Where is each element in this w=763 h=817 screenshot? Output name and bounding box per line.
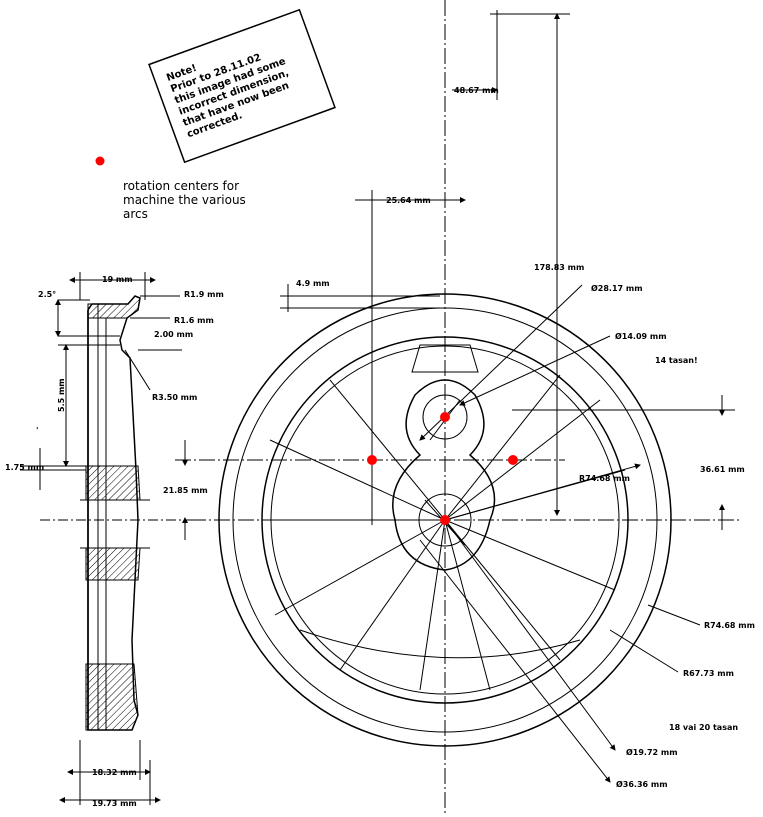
note-14-tasan: 14 tasan! [655, 356, 698, 365]
dim-19-73: 19.73 mm [92, 799, 137, 808]
dim-48-67: 48.67 mm [454, 86, 499, 95]
rotation-center-marker [367, 455, 377, 465]
diameter-19-72: Ø19.72 mm [626, 747, 678, 757]
legend-line: machine the various [123, 193, 246, 207]
dim-25-64: 25.64 mm [386, 196, 431, 205]
radius-3-50: R3.50 mm [152, 393, 197, 402]
rotation-center-marker [95, 156, 105, 166]
dim-178-83: 178.83 mm [534, 263, 584, 272]
legend-line: rotation centers for [123, 179, 239, 193]
radius-1-9: R1.9 mm [184, 290, 224, 299]
dim-2-00: 2.00 mm [154, 330, 193, 339]
dim-18-32: 18.32 mm [92, 768, 137, 777]
dim-21-85: 21.85 mm [163, 486, 208, 495]
correction-note: Note! Prior to 28.11.02 this image had s… [148, 8, 336, 164]
dim-36-61: 36.61 mm [700, 465, 745, 474]
dim-4-9: 4.9 mm [296, 279, 330, 288]
radius-74-68-inner: R74.68 mm [579, 474, 630, 483]
rotation-centers [367, 412, 518, 525]
dim-1-75: 1.75 mm [5, 463, 44, 472]
note-18-20-tasan: 18 vai 20 tasan [669, 723, 738, 732]
dim-5-5: 5.5 mm [57, 378, 66, 412]
diameter-36-36: Ø36.36 mm [616, 779, 668, 789]
note-box [148, 8, 336, 164]
rotation-center-marker [440, 515, 450, 525]
radius-74-68: R74.68 mm [704, 621, 755, 630]
diameter-14-09: Ø14.09 mm [615, 331, 667, 341]
dim-19-mm: 19 mm [102, 275, 133, 284]
radius-67-73: R67.73 mm [683, 669, 734, 678]
legend-line: arcs [123, 207, 148, 221]
side-section-view [20, 272, 190, 805]
diameter-28-17: Ø28.17 mm [591, 283, 643, 293]
radius-1-6: R1.6 mm [174, 316, 214, 325]
rotation-center-marker [508, 455, 518, 465]
angle-2-5: 2.5° [38, 290, 56, 299]
rotation-center-marker [440, 412, 450, 422]
legend: rotation centers for machine the various… [95, 156, 246, 221]
front-view [175, 0, 740, 813]
tick-mark: ' [36, 426, 38, 435]
